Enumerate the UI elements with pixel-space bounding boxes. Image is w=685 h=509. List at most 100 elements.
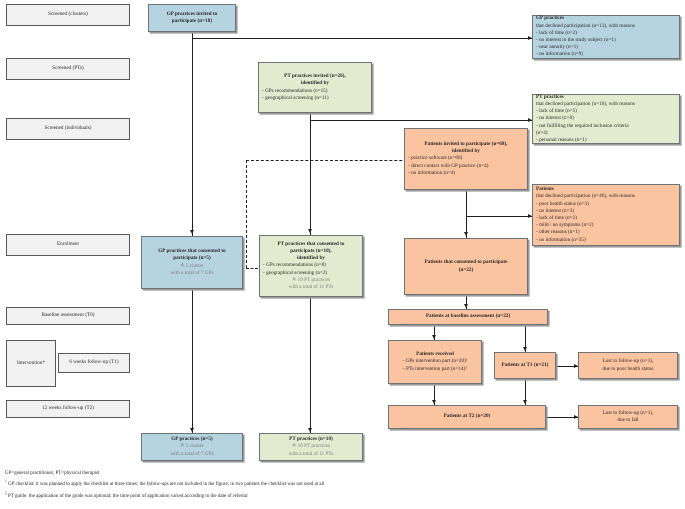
footnote-2: 2 PT guide: the application of the guide… — [5, 491, 248, 501]
stage-label-text: Screened (clusters) — [48, 11, 88, 18]
box-line: - no information (n=9) — [536, 51, 584, 58]
connector-t1-to-t2 — [525, 379, 526, 405]
box-line: PT practices invited (n=26), — [284, 73, 346, 80]
dashed-connector-horizontal-bottom — [246, 268, 258, 269]
box-line: - practice software (n=60) — [408, 155, 463, 162]
arrowhead-gp-declined — [528, 35, 532, 40]
stage-label-intervention: Intervention* — [6, 340, 56, 387]
box-line: ≙ 10 PT practices — [292, 443, 330, 450]
arrowhead-patients-consented — [463, 232, 468, 236]
box-gp-practices-declined: GP practices that declined participation… — [532, 15, 680, 59]
box-line: Lost to follow-up (n=1), — [602, 358, 654, 365]
footnote-2-text: PT guide: the application of the guide w… — [8, 494, 248, 499]
box-line: - not fulfilling the required inclusion … — [536, 122, 629, 129]
connector-t2-to-lost — [546, 417, 578, 418]
connector-gp-invited-to-consented — [192, 32, 193, 236]
stage-label-enrolment: Enrolment — [6, 234, 130, 256]
box-line: participate (n=5) — [173, 255, 211, 262]
box-line: - GPs intervention part (n=20)¹ — [402, 358, 468, 365]
box-line: with a total of 7 GPs — [170, 269, 214, 276]
footnote-1-text: GP checklist: it was planned to apply th… — [8, 482, 325, 487]
box-line: - other reasons (n=1) — [536, 229, 580, 236]
connector-baseline-to-received — [434, 325, 435, 340]
box-line: ≙ 5 cluster — [180, 443, 204, 450]
footnote-1: 1 GP checklist: it was planned to apply … — [5, 479, 325, 489]
box-line: Patients at baseline assessment (n=22) — [425, 313, 511, 320]
box-line: PT practices (n=10) — [289, 436, 333, 443]
box-patients-t1: Patients at T1 (n=21) — [494, 352, 556, 379]
connector-t1-to-lost — [556, 366, 578, 367]
arrowhead-patients-t1 — [522, 347, 527, 351]
stage-label-screened-clusters: Screened (clusters) — [6, 4, 130, 26]
box-pt-practices-declined: PT practices that declined participation… — [532, 94, 680, 144]
footnote-2-marker: 2 — [5, 491, 7, 496]
box-pt-practices-consented: PT practices that consented to participa… — [259, 235, 363, 297]
dashed-connector-horizontal-top — [246, 160, 422, 161]
box-line: (n=22) — [458, 266, 474, 273]
box-line: identified by — [452, 148, 480, 155]
stage-label-text: Screened (PTs) — [52, 65, 84, 72]
box-line: - direct contact with GP practice (n=4) — [408, 162, 489, 169]
box-line: - PTs intervention part (n=14)² — [403, 365, 467, 372]
box-line: GP practices invited to — [166, 10, 218, 17]
box-line: - geographical screening (n=2) — [263, 269, 328, 276]
box-line: due to fall — [617, 417, 639, 423]
stage-label-text: Intervention* — [16, 359, 46, 366]
box-line: - GPs recommendations (n=8) — [263, 262, 326, 269]
box-patients-declined: Patients that declined participation (n=… — [532, 184, 680, 246]
box-line: - no interest in the study subject (n=1) — [536, 37, 616, 43]
box-patients-invited: Patients invited to participate (n=68), … — [404, 128, 528, 190]
box-line: GP practices (n=5) — [171, 436, 213, 443]
box-line: Patients received — [416, 351, 454, 358]
box-line: that declined participation (n=16), with… — [536, 100, 635, 107]
stage-label-followup-t1: 6 weeks follow-up (T1) — [58, 353, 130, 373]
arrowhead-pt-final — [307, 428, 312, 432]
box-gp-practices-final: GP practices (n=5) ≙ 5 cluster with a to… — [141, 433, 243, 461]
box-line: - lack of time (n=2) — [536, 215, 577, 221]
box-gp-practices-consented: GP practices that consented to participa… — [141, 236, 243, 289]
box-patients-t2: Patients at T2 (n=20) — [388, 405, 546, 429]
arrowhead-pt-consented — [307, 229, 312, 233]
dashed-connector-vertical-left — [246, 160, 247, 268]
box-line: - GPs recommendations (n=15) — [262, 87, 328, 94]
arrowhead-lost-t1 — [574, 363, 578, 368]
box-line: - no interest (n=6) — [536, 115, 574, 122]
connector-patients-invited-to-consented — [466, 190, 467, 238]
connector-patients-invited-to-declined — [466, 216, 532, 217]
arrowhead-gp-final — [189, 428, 194, 432]
stage-label-screened-pts: Screened (PTs) — [6, 58, 130, 80]
box-line: due to poor health status — [602, 365, 654, 372]
box-line: - geographical screening (n=11) — [262, 94, 329, 101]
connector-received-to-t2 — [434, 384, 435, 405]
box-line: - lack of time (n=5) — [536, 108, 577, 115]
box-line: - mild / no symptoms (n=2) — [536, 222, 594, 229]
box-line: with a total of 11 PTs — [288, 284, 334, 291]
box-line: with a total of 11 PTs — [288, 450, 334, 457]
stage-label-text: 12 weeks follow-up (T2) — [42, 405, 94, 412]
box-line: participate (n=18) — [171, 18, 213, 24]
box-line: Patients at T2 (n=20) — [443, 413, 491, 420]
arrowhead-gp-consented — [189, 230, 194, 234]
box-line: ≙ 5 cluster — [180, 262, 204, 269]
connector-pt-invited-to-declined — [310, 120, 532, 121]
stage-label-text: 6 weeks follow-up (T1) — [69, 359, 119, 366]
box-line: - personal reasons (n=1) — [536, 137, 587, 144]
box-line: participate (n=10), — [290, 247, 332, 254]
arrowhead-patients-declined — [528, 213, 532, 218]
stage-label-text: Screened (individuals) — [44, 125, 92, 132]
box-line: ≙ 10 PT practices — [292, 276, 330, 283]
footnote-abbreviations: GP=general practitioner, PT=physical the… — [5, 471, 100, 476]
arrowhead-patients-t2-left — [431, 400, 436, 404]
box-line: - poor health status (n=3) — [536, 200, 589, 207]
connector-consented-to-baseline — [466, 295, 467, 309]
footnote-1-marker: 1 — [5, 479, 7, 484]
box-patients-received: Patients received - GPs intervention par… — [388, 340, 482, 384]
box-line: GP practices — [536, 15, 565, 22]
stage-label-followup-t2: 12 weeks follow-up (T2) — [6, 400, 130, 418]
connector-gp-invited-to-declined — [192, 38, 532, 39]
stage-label-screened-individuals: Screened (individuals) — [6, 118, 130, 140]
box-line: GP practices that consented to — [158, 248, 226, 255]
box-pt-practices-final: PT practices (n=10) ≙ 10 PT practices wi… — [259, 433, 363, 461]
arrowhead-baseline — [463, 304, 468, 308]
